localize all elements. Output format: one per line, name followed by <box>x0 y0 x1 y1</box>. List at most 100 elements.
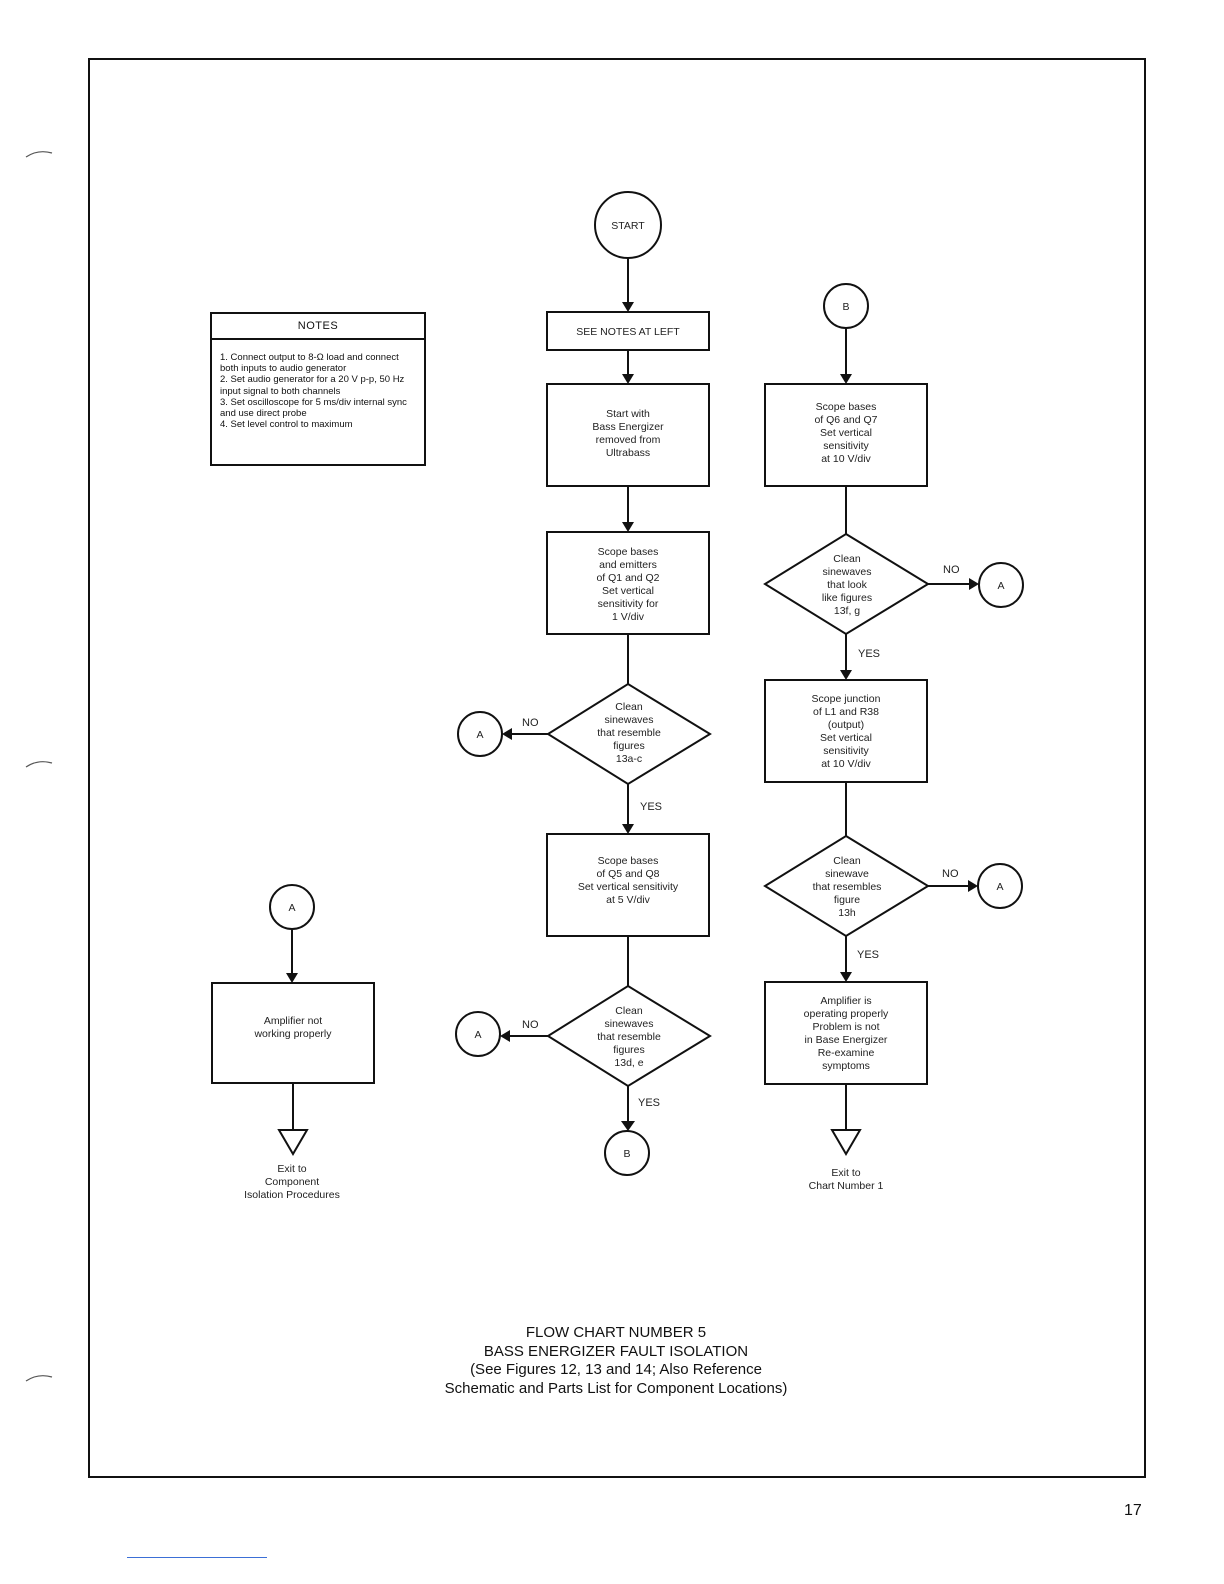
decision-text: sinewaves <box>822 566 871 578</box>
caption-title: FLOW CHART NUMBER 5 <box>525 1324 707 1341</box>
start-label: START <box>611 220 645 232</box>
bottom-rule <box>127 1557 267 1558</box>
note-item: 1. Connect output to 8-Ω load and connec… <box>220 352 399 375</box>
step-text: working properly <box>253 1028 332 1040</box>
step-text: at 5 V/div <box>606 894 651 906</box>
connector-a-13d-e <box>455 1011 501 1057</box>
hole-mark <box>24 146 54 158</box>
caption-subtitle: BASS ENERGIZER FAULT ISOLATION <box>483 1342 749 1360</box>
decision-text: figures <box>613 740 645 752</box>
step-text: of Q6 and Q7 <box>814 414 877 426</box>
step-text: sensitivity <box>823 440 869 452</box>
connector-label: A <box>997 580 1004 592</box>
step-text: Set vertical sensitivity <box>578 881 679 893</box>
exit-text: Component <box>265 1176 319 1188</box>
connector-b-out <box>604 1130 650 1176</box>
connector-label: A <box>996 881 1003 893</box>
decision-text: that look <box>827 579 867 591</box>
step-text: Set vertical <box>820 427 872 439</box>
yes-label: YES <box>638 1097 660 1109</box>
decision-text: that resemble <box>597 1031 661 1043</box>
decision-text: 13d, e <box>614 1057 643 1069</box>
caption-reference: Schematic and Parts List for Component L… <box>444 1379 788 1397</box>
no-label: NO <box>522 1019 539 1031</box>
exit-text: Exit to <box>831 1167 860 1179</box>
notes-list: 1. Connect output to 8-Ω load and connec… <box>212 340 424 430</box>
notes-box: NOTES 1. Connect output to 8-Ω load and … <box>210 312 426 466</box>
no-label: NO <box>943 564 960 576</box>
decision-text: sinewaves <box>604 1018 653 1030</box>
no-label: NO <box>522 717 539 729</box>
step-text: Re-examine <box>818 1047 875 1059</box>
decision-text: figure <box>834 894 860 906</box>
step-text: sensitivity for <box>598 598 659 610</box>
exit-text: Isolation Procedures <box>244 1189 340 1201</box>
step-text: at 10 V/div <box>821 758 871 770</box>
exit-text: Chart Number 1 <box>809 1180 884 1192</box>
connector-label: B <box>842 301 849 313</box>
exit-triangle-chart1 <box>830 1129 862 1156</box>
step-scope-q6-q7 <box>764 383 928 487</box>
notes-title: NOTES <box>212 314 424 340</box>
exit-text: Exit to <box>277 1163 306 1175</box>
step-text: 1 V/div <box>612 611 645 623</box>
step-text: of Q1 and Q2 <box>596 572 659 584</box>
step-text: sensitivity <box>823 745 869 757</box>
step-text: Set vertical <box>602 585 654 597</box>
decision-text: 13h <box>838 907 856 919</box>
step-text: operating properly <box>804 1008 889 1020</box>
step-text: of L1 and R38 <box>813 706 879 718</box>
note-item: 4. Set level control to maximum <box>220 419 353 431</box>
step-scope-q5-q8 <box>546 833 710 937</box>
step-text: Start with <box>606 408 650 420</box>
connector-label: B <box>623 1148 630 1160</box>
step-text: Set vertical <box>820 732 872 744</box>
step-text: at 10 V/div <box>821 453 871 465</box>
step-text: of Q5 and Q8 <box>596 868 659 880</box>
note-item: 3. Set oscilloscope for 5 ms/div interna… <box>220 396 407 420</box>
yes-label: YES <box>857 949 879 961</box>
yes-label: YES <box>640 801 662 813</box>
step-scope-l1-r38 <box>764 679 928 783</box>
decision-text: 13a-c <box>616 753 642 765</box>
step-text: Scope bases <box>598 546 659 558</box>
connector-label: A <box>288 902 295 914</box>
step-text: symptoms <box>822 1060 870 1072</box>
note-item: 2. Set audio generator for a 20 V p-p, 5… <box>220 374 405 397</box>
step-text: Ultrabass <box>606 447 650 459</box>
decision-text: that resemble <box>597 727 661 739</box>
yes-label: YES <box>858 648 880 660</box>
step-text: Scope bases <box>816 401 877 413</box>
step-text: Problem is not <box>812 1021 879 1033</box>
step-text: Amplifier not <box>264 1015 322 1027</box>
decision-text: Clean <box>833 855 861 867</box>
decision-text: 13f, g <box>834 605 860 617</box>
connector-label: A <box>476 729 483 741</box>
step-amplifier-not-working <box>211 982 375 1084</box>
decision-text: Clean <box>833 553 861 565</box>
hole-mark <box>24 1370 54 1382</box>
page-number: 17 <box>1124 1502 1142 1519</box>
no-label: NO <box>942 868 959 880</box>
decision-text: like figures <box>822 592 872 604</box>
step-text: removed from <box>596 434 661 446</box>
decision-text: Clean <box>615 701 643 713</box>
step-text: Scope junction <box>812 693 881 705</box>
hole-mark <box>24 756 54 768</box>
step-text: Scope bases <box>598 855 659 867</box>
decision-text: that resembles <box>813 881 882 893</box>
see-notes-label: SEE NOTES AT LEFT <box>576 326 680 338</box>
step-text: (output) <box>828 719 864 731</box>
step-text: Amplifier is <box>820 995 871 1007</box>
connector-label: A <box>474 1029 481 1041</box>
connector-a-13f-g <box>978 562 1024 608</box>
page-frame <box>88 58 1146 1478</box>
decision-text: figures <box>613 1044 645 1056</box>
step-text: Bass Energizer <box>592 421 664 433</box>
step-text: and emitters <box>599 559 657 571</box>
exit-triangle-component <box>277 1129 309 1156</box>
decision-text: sinewaves <box>604 714 653 726</box>
decision-text: sinewave <box>825 868 869 880</box>
decision-text: Clean <box>615 1005 643 1017</box>
